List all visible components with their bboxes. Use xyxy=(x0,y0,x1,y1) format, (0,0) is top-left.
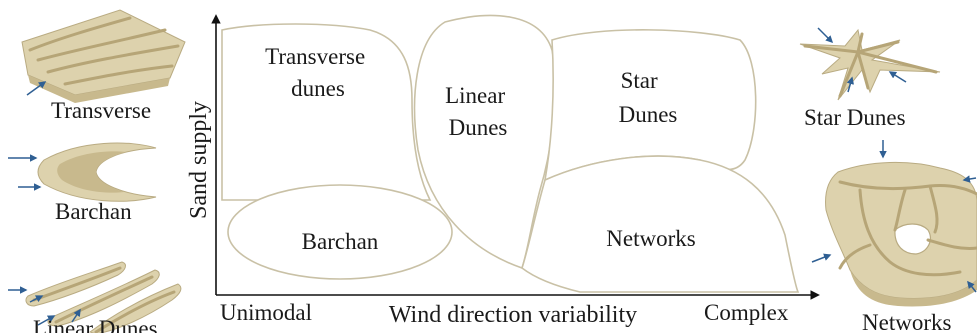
region-label-networks: Networks xyxy=(606,226,695,251)
star-dune-illustration xyxy=(799,27,941,101)
region-label-transverse: Transverse dunes xyxy=(265,44,371,101)
transverse-dune-illustration xyxy=(21,9,186,103)
x-axis-max-label: Complex xyxy=(704,300,789,325)
region-label-barchan: Barchan xyxy=(302,229,379,254)
axes: Sand supply Unimodal Complex Wind direct… xyxy=(186,14,820,328)
region-label-star-line2: Dunes xyxy=(619,102,678,127)
example-label-networks: Networks xyxy=(862,310,951,333)
region-label-transverse-line2: dunes xyxy=(291,76,345,101)
dune-regions xyxy=(221,14,800,293)
region-label-linear: Linear Dunes xyxy=(445,83,511,140)
region-label-linear-line2: Dunes xyxy=(449,115,508,140)
region-networks xyxy=(521,155,800,293)
example-label-linear: Linear Dunes xyxy=(33,316,158,333)
region-label-linear-line1: Linear xyxy=(445,83,505,108)
x-axis-min-label: Unimodal xyxy=(220,300,312,325)
region-barchan xyxy=(227,184,453,280)
region-transverse xyxy=(221,23,432,201)
example-label-barchan: Barchan xyxy=(55,199,132,224)
region-label-transverse-line1: Transverse xyxy=(265,44,365,69)
linear-dune-illustration xyxy=(8,261,182,333)
networks-dune-illustration xyxy=(811,140,977,307)
x-axis-label: Wind direction variability xyxy=(389,302,637,328)
y-axis-label: Sand supply xyxy=(186,101,212,219)
region-labels: Transverse dunes Linear Dunes Star Dunes… xyxy=(265,44,696,254)
region-label-star-line1: Star xyxy=(621,68,658,93)
barchan-dune-illustration xyxy=(8,142,157,202)
example-label-star: Star Dunes xyxy=(804,105,906,130)
region-label-star: Star Dunes xyxy=(619,68,678,127)
example-label-transverse: Transverse xyxy=(51,98,151,123)
